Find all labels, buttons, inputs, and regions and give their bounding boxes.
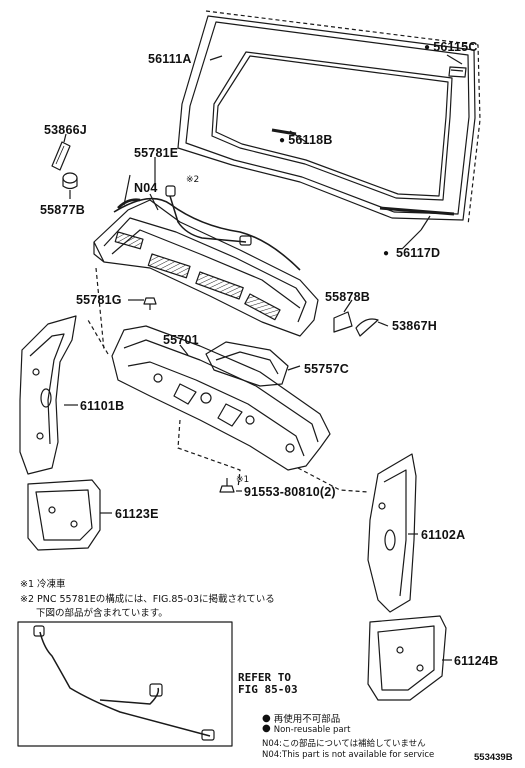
note-1: ※1 冷凍車 [20, 579, 66, 590]
clip-53866j[interactable] [51, 141, 71, 171]
windshield-glass[interactable] [177, 10, 481, 226]
legend-2: Non-reusable part [262, 724, 351, 735]
panel-61123e[interactable] [27, 479, 101, 551]
label-61123e[interactable]: 61123E [115, 507, 159, 521]
nut-55877b[interactable] [62, 172, 78, 190]
figure-id: 553439B [474, 752, 513, 763]
cowl-louver-55781e[interactable] [93, 199, 319, 337]
label-n04[interactable]: N04 [134, 181, 158, 195]
legend-1: 再使用不可部品 [262, 711, 341, 725]
clip-55781g[interactable] [143, 297, 157, 310]
legend-3: N04:この部品については補給していません [262, 739, 426, 749]
refer-line-1: REFER TO [238, 671, 291, 684]
cowl-side-61102a[interactable] [367, 453, 417, 613]
dam-56117d[interactable] [379, 206, 455, 216]
refer-line-2: FIG 85-03 [238, 683, 298, 696]
note-2b: 下図の部品が含まれています。 [36, 608, 168, 619]
label-56115c[interactable]: 56115C [424, 40, 478, 54]
label-55781e[interactable]: 55781E [134, 146, 179, 160]
panel-61124b[interactable] [367, 615, 447, 701]
label-61124b[interactable]: 61124B [454, 654, 499, 668]
bolt-91553[interactable] [219, 478, 235, 493]
label-55877b[interactable]: 55877B [40, 203, 85, 217]
cowl-panel-55701[interactable] [111, 325, 331, 471]
sticker-56115c[interactable] [448, 66, 467, 78]
ref-mark-2: ※2 [186, 175, 200, 185]
label-55701[interactable]: 55701 [163, 333, 199, 347]
label-91553[interactable]: 91553-80810(2) [244, 485, 336, 499]
label-61102a[interactable]: 61102A [421, 528, 466, 542]
label-55757c[interactable]: 55757C [304, 362, 349, 376]
seal-55878b[interactable] [333, 311, 353, 333]
label-53867h[interactable]: 53867H [392, 319, 437, 333]
label-55781g[interactable]: 55781G [76, 293, 122, 307]
legend-4: N04:This part is not available for servi… [262, 750, 435, 760]
note-2a: ※2 PNC 55781Eの構成には、FIG.85-03に掲載されている [20, 594, 275, 605]
refer-fig-link[interactable]: REFER TO FIG 85-03 [238, 672, 298, 696]
washer-hose-assy[interactable] [165, 185, 252, 246]
label-53866j[interactable]: 53866J [44, 123, 87, 137]
label-55878b[interactable]: 55878B [325, 290, 370, 304]
label-56117d[interactable]: 56117D [383, 246, 440, 260]
cowl-side-61101b[interactable] [19, 315, 77, 475]
inset-box [17, 621, 233, 747]
seal-53867h[interactable] [355, 318, 379, 337]
brace-55757c[interactable] [205, 341, 289, 387]
label-61101b[interactable]: 61101B [80, 399, 125, 413]
label-56111a[interactable]: 56111A [148, 52, 192, 66]
label-56117d-text: 56117D [395, 246, 441, 260]
label-56118b[interactable]: 56118B [279, 133, 333, 147]
ref-mark-1: ※1 [236, 475, 250, 485]
